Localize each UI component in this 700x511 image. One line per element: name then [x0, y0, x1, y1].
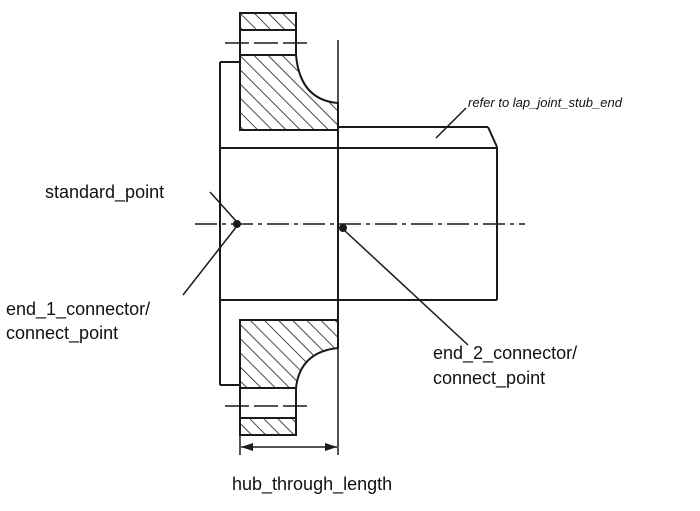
end1-connector-label-line2: connect_point: [6, 323, 118, 344]
leader-lines: [182, 107, 469, 346]
pipe-body: [220, 40, 498, 455]
refer-note-label: refer to lap_joint_stub_end: [468, 95, 623, 110]
end2-connector-label-line1: end_2_connector/: [433, 343, 577, 364]
standard-point-label: standard_point: [45, 182, 164, 203]
end1-connector-label-line1: end_1_connector/: [6, 299, 150, 320]
standard-point-marker: [233, 220, 241, 228]
end2-connector-label-line2: connect_point: [433, 368, 545, 389]
flange-outline: [225, 30, 312, 418]
flange-section-bottom: [239, 319, 339, 436]
hub-through-length-label: hub_through_length: [232, 474, 392, 495]
hub-length-dimension: [239, 435, 337, 455]
stub-end: [219, 61, 240, 386]
flange-section-top: [239, 12, 339, 131]
